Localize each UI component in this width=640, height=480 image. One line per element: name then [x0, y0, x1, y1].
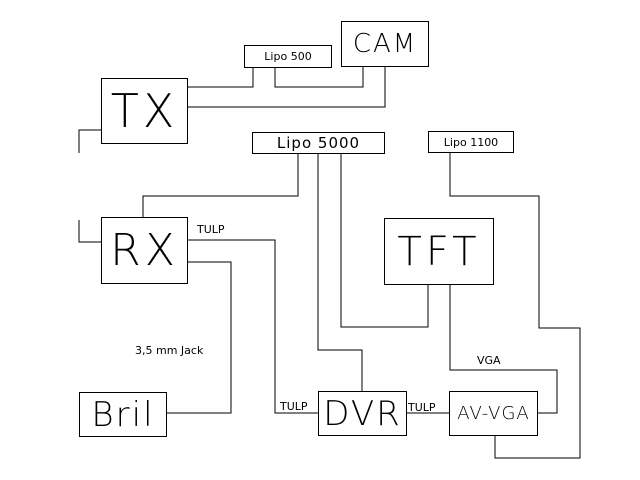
block-av-vga: AV-VGA — [449, 391, 538, 436]
wire-rx-left — [78, 220, 101, 243]
label-tulp-dvr-out: TULP — [408, 401, 436, 414]
block-rx: RX — [101, 217, 188, 284]
label-vga: VGA — [477, 354, 501, 367]
block-bril: Bril — [79, 392, 167, 437]
block-lipo-500: Lipo 500 — [244, 45, 332, 68]
wire-tft-avvga — [449, 284, 558, 414]
block-lipo-1100: Lipo 1100 — [428, 131, 514, 153]
wire-rx-bril — [166, 261, 232, 414]
wire-rx-dvr — [187, 239, 319, 414]
wire-lipo5000-rx — [142, 153, 299, 217]
wire-tx-lipo500 — [187, 67, 254, 88]
wire-tx-left — [78, 129, 101, 153]
block-tft: TFT — [384, 218, 494, 285]
wire-lipo1100-avvga — [449, 152, 581, 459]
label-jack: 3,5 mm Jack — [135, 344, 204, 357]
block-lipo-5000: Lipo 5000 — [252, 132, 385, 154]
label-tulp-rx: TULP — [197, 223, 225, 236]
label-tulp-dvr-in: TULP — [280, 400, 308, 413]
wire-lipo5000-tft — [340, 153, 429, 328]
block-tx: TX — [101, 78, 188, 144]
wire-lipo5000-dvr — [317, 153, 363, 391]
block-cam: CAM — [341, 21, 429, 67]
wire-lipo500-cam — [274, 66, 364, 88]
wire-tx-cam — [187, 66, 386, 108]
block-dvr: DVR — [318, 391, 407, 436]
